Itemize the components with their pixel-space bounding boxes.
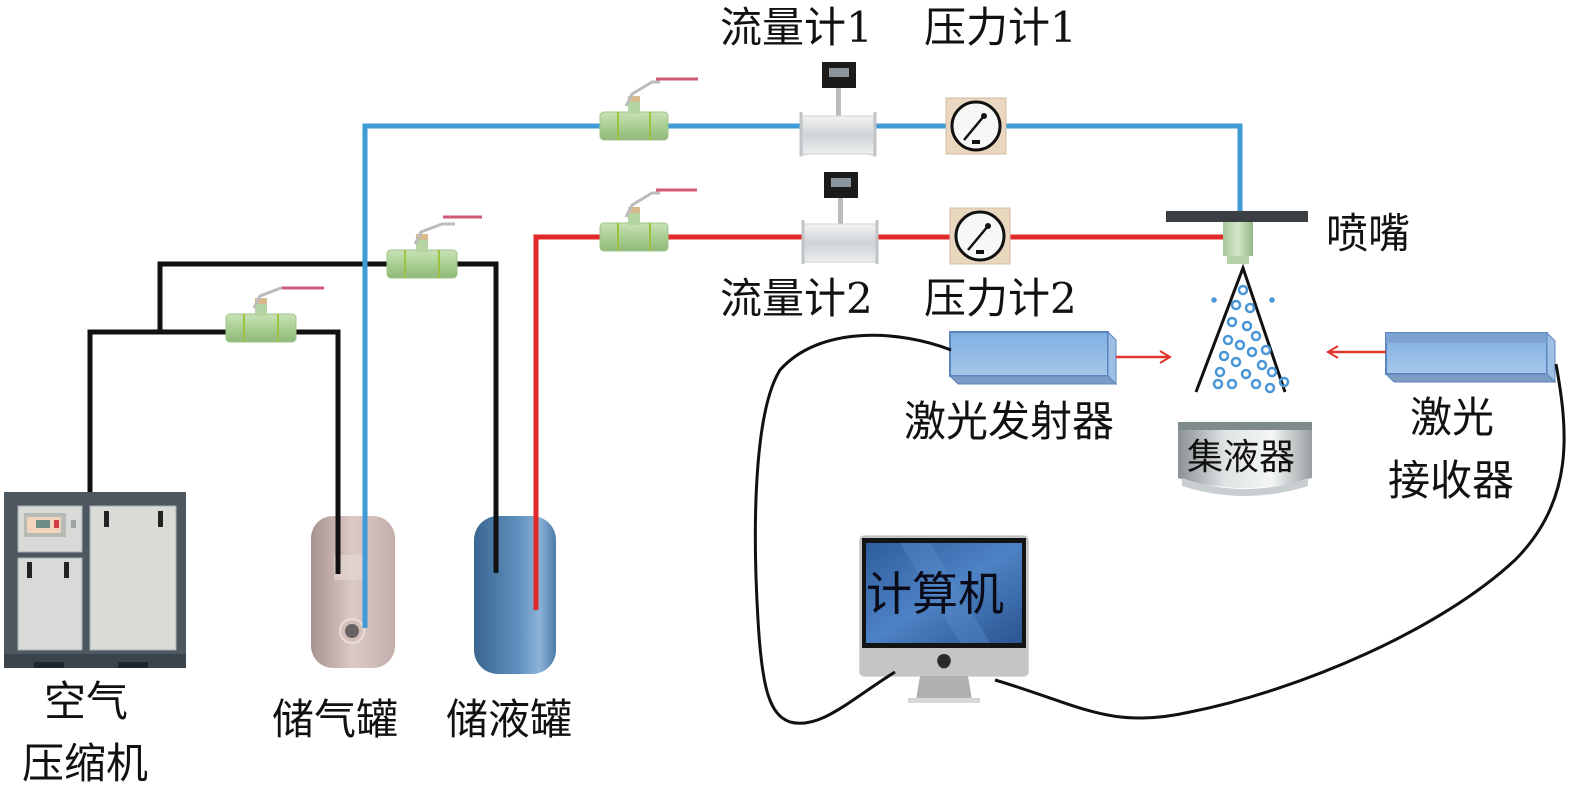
compressor-pipes (87, 261, 499, 578)
spray-droplet (1266, 366, 1278, 378)
spray-droplet (1250, 378, 1262, 390)
spray-droplet (1230, 356, 1242, 368)
computer-label: 计算机 (866, 567, 1004, 621)
spray-droplet (1244, 302, 1256, 314)
pressure-gauge1-label: 压力计1 (924, 3, 1077, 52)
collector-label: 集液器 (1187, 437, 1295, 478)
flowmeter1-label: 流量计1 (720, 3, 873, 52)
signal-cable (753, 333, 1566, 725)
spray-droplet (1214, 366, 1226, 378)
valve-icon[interactable] (225, 286, 324, 343)
pressure-gauge-icon (949, 207, 1011, 265)
compressor-main-pipe (87, 329, 341, 578)
spray-droplet (1234, 339, 1246, 351)
spray-droplet (1256, 359, 1268, 371)
valve-icon[interactable] (386, 215, 482, 279)
spray-droplet (1264, 382, 1276, 394)
apple-logo-icon (937, 654, 951, 669)
laser-receiver-icon (1384, 331, 1557, 384)
computer-icon (859, 535, 1029, 703)
spray-droplet (1269, 297, 1275, 303)
spray-droplet (1260, 344, 1272, 356)
flowmeter2-label: 流量计2 (720, 274, 873, 323)
laser-receiver-label-line2: 接收器 (1388, 456, 1514, 505)
liquid-tank-icon (474, 516, 556, 674)
flowmeter-icon (799, 62, 877, 158)
spray-cone-icon (1194, 263, 1290, 394)
gas-tank-icon (311, 516, 395, 668)
spray-droplet (1211, 297, 1217, 303)
spray-droplet (1241, 320, 1253, 332)
spray-droplets (1211, 284, 1290, 394)
pressure-gauge2-label: 压力计2 (924, 274, 1077, 323)
spray-droplet (1212, 378, 1224, 390)
spray-droplet (1222, 334, 1234, 346)
spray-droplet (1250, 330, 1262, 342)
spray-droplet (1278, 376, 1290, 388)
laser-emitter-icon (948, 330, 1118, 386)
spray-droplet (1218, 350, 1230, 362)
collector-basin-icon (1178, 422, 1312, 496)
air-compressor-label-line1: 空气 (44, 677, 128, 726)
spray-droplet (1230, 299, 1242, 311)
nozzle-label: 喷嘴 (1326, 209, 1410, 258)
air-compressor-label-line2: 压缩机 (22, 739, 148, 788)
nozzle-icon (1166, 211, 1308, 264)
pressure-gauge-icon (945, 97, 1007, 155)
spray-droplet (1226, 378, 1238, 390)
air-compressor-icon (4, 492, 186, 668)
laser-emitter-label: 激光发射器 (904, 397, 1114, 446)
valve-icon[interactable] (599, 188, 697, 252)
spray-droplet (1237, 284, 1249, 296)
spray-droplet (1246, 346, 1258, 358)
valve-icon[interactable] (599, 77, 698, 141)
gas-tank-label: 储气罐 (272, 695, 398, 744)
spray-droplet (1240, 368, 1252, 380)
liquid-tank-label: 储液罐 (446, 695, 572, 744)
flowmeter-icon (801, 172, 879, 264)
spray-droplet (1226, 316, 1238, 328)
laser-receiver-label-line1: 激光 (1410, 393, 1494, 442)
compressor-branch-pipe (157, 261, 499, 578)
